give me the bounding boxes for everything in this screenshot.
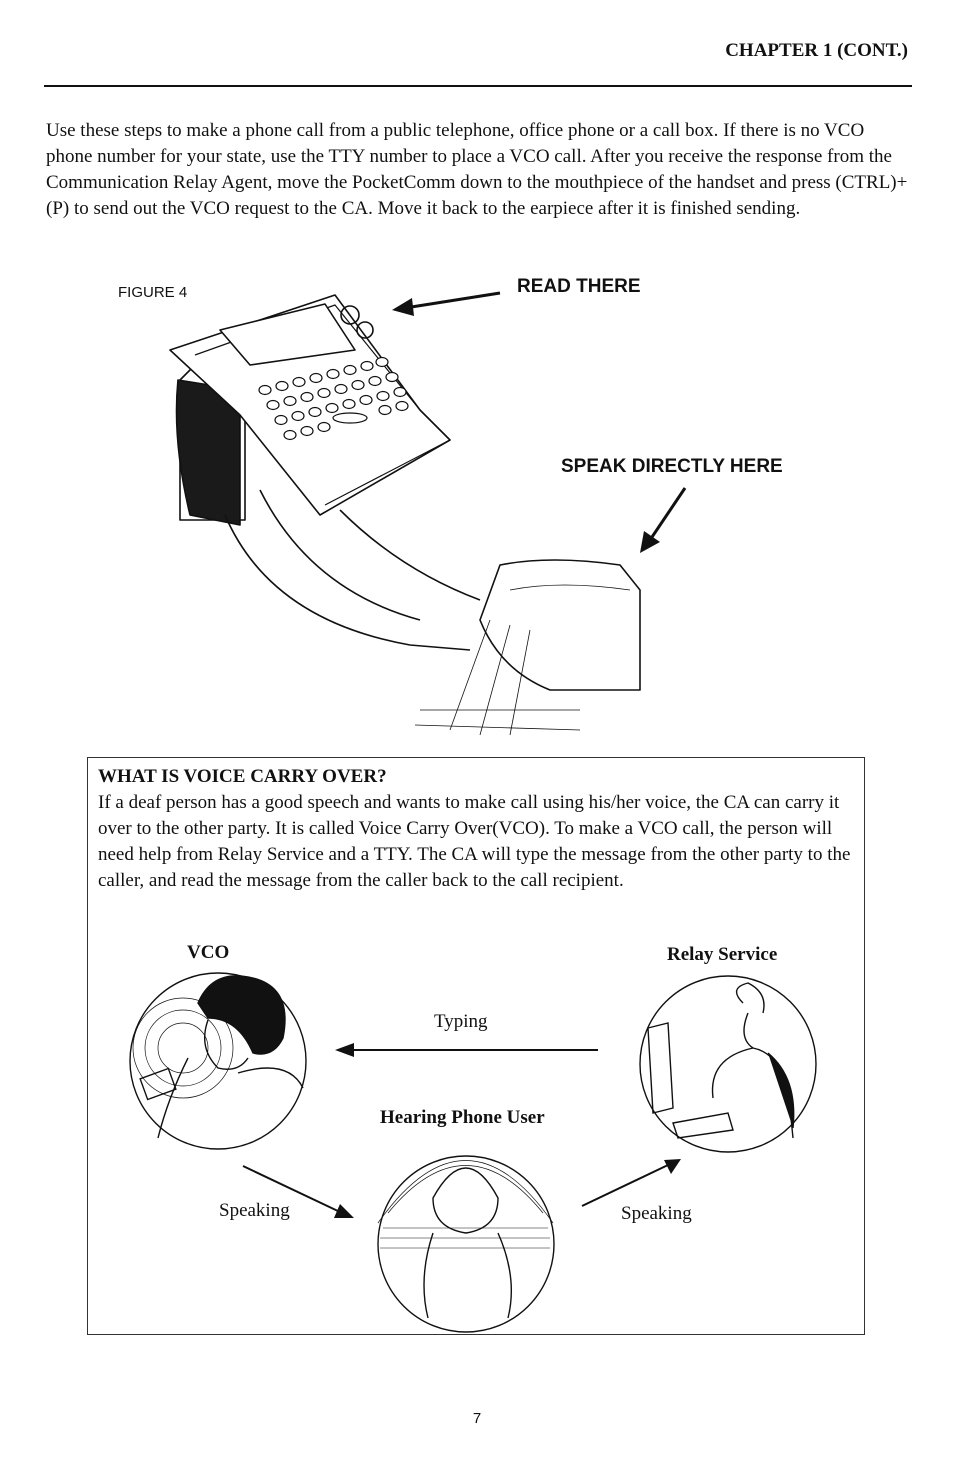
- vco-box-title: WHAT IS VOICE CARRY OVER?: [98, 766, 387, 787]
- vco-info-box: WHAT IS VOICE CARRY OVER? If a deaf pers…: [87, 757, 865, 1335]
- vco-box-text: If a deaf person has a good speech and w…: [98, 792, 851, 891]
- vco-person-illustration: [129, 972, 307, 1150]
- vco-flow-diagram: [129, 972, 817, 1333]
- vco-label: VCO: [187, 942, 230, 963]
- relay-agent-illustration: [639, 975, 817, 1153]
- header-rule: [44, 85, 912, 87]
- speaking-right-label: Speaking: [621, 1203, 692, 1224]
- read-there-label: READ THERE: [517, 276, 641, 297]
- figure-label: FIGURE 4: [118, 284, 188, 301]
- pocketcomm-on-handset-illustration: [169, 291, 687, 736]
- typing-label: Typing: [434, 1011, 488, 1032]
- speaking-left-label: Speaking: [219, 1200, 290, 1221]
- intro-paragraph: Use these steps to make a phone call fro…: [46, 120, 908, 219]
- speaking-right-arrow: [581, 1164, 669, 1207]
- chapter-heading: CHAPTER 1 (CONT.): [725, 40, 908, 61]
- page-number: 7: [472, 1410, 482, 1427]
- hearing-user-illustration: [377, 1155, 555, 1333]
- hearing-phone-user-label: Hearing Phone User: [380, 1107, 545, 1128]
- speaking-left-arrow: [242, 1165, 341, 1213]
- speak-here-label: SPEAK DIRECTLY HERE: [561, 456, 783, 477]
- relay-service-label: Relay Service: [667, 944, 778, 965]
